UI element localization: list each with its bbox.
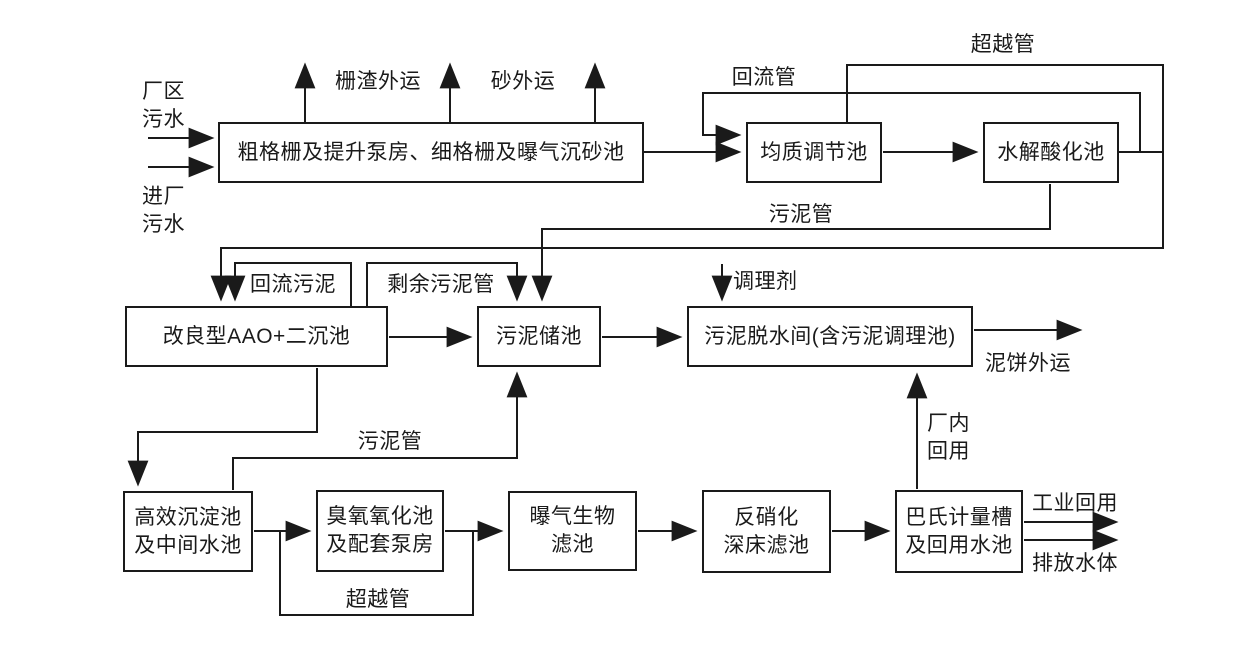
node-sludge-storage: 污泥储池 (477, 306, 601, 367)
edge-return-pipe (702, 92, 1141, 152)
label-discharge: 排放水体 (1032, 552, 1118, 575)
label-return-pipe: 回流管 (731, 66, 797, 89)
edge-sludge-pipe-sedimentation (232, 371, 528, 490)
edge-sludge-pipe-hydrolysis (531, 184, 1051, 302)
node-ozone: 臭氧氧化池 及配套泵房 (316, 490, 444, 572)
label-bypass-top: 超越管 (970, 33, 1036, 56)
label-bypass-bottom: 超越管 (345, 588, 411, 611)
label-excess-sludge-pipe: 剩余污泥管 (387, 273, 495, 296)
label-sludge-pipe-bottom: 污泥管 (357, 430, 423, 453)
node-denitrification: 反硝化 深床滤池 (702, 490, 831, 573)
edge-bypass-top-to-aao (210, 64, 1164, 302)
edge-bypass-bottom (279, 531, 474, 616)
label-sludge-cake-out: 泥饼外运 (985, 352, 1071, 375)
label-conditioner: 调理剂 (733, 270, 798, 293)
node-dewatering: 污泥脱水间(含污泥调理池) (687, 306, 973, 367)
node-aao: 改良型AAO+二沉池 (125, 306, 388, 367)
edge-excess-sludge-pipe (366, 262, 528, 306)
edge-aao-to-sedimentation (127, 368, 318, 487)
node-parshall: 巴氏计量槽 及回用水池 (895, 490, 1023, 573)
edge-return-sludge-loop (224, 262, 352, 306)
label-industrial-reuse: 工业回用 (1032, 492, 1118, 515)
label-screenings-out: 栅渣外运 (335, 70, 421, 93)
node-pretreatment: 粗格栅及提升泵房、细格栅及曝气沉砂池 (218, 122, 644, 183)
node-baf: 曝气生物 滤池 (508, 491, 637, 571)
node-equalization: 均质调节池 (746, 122, 882, 183)
label-return-sludge: 回流污泥 (250, 273, 336, 296)
label-plant-reuse: 厂内 回用 (927, 412, 970, 464)
label-sludge-pipe-top: 污泥管 (768, 203, 834, 226)
label-sand-out: 砂外运 (490, 70, 556, 93)
node-hydrolysis: 水解酸化池 (983, 122, 1119, 183)
label-factory-wastewater: 厂区 污水 (142, 80, 185, 132)
node-sedimentation: 高效沉淀池 及中间水池 (123, 491, 253, 572)
label-influent: 进厂 污水 (142, 185, 185, 237)
